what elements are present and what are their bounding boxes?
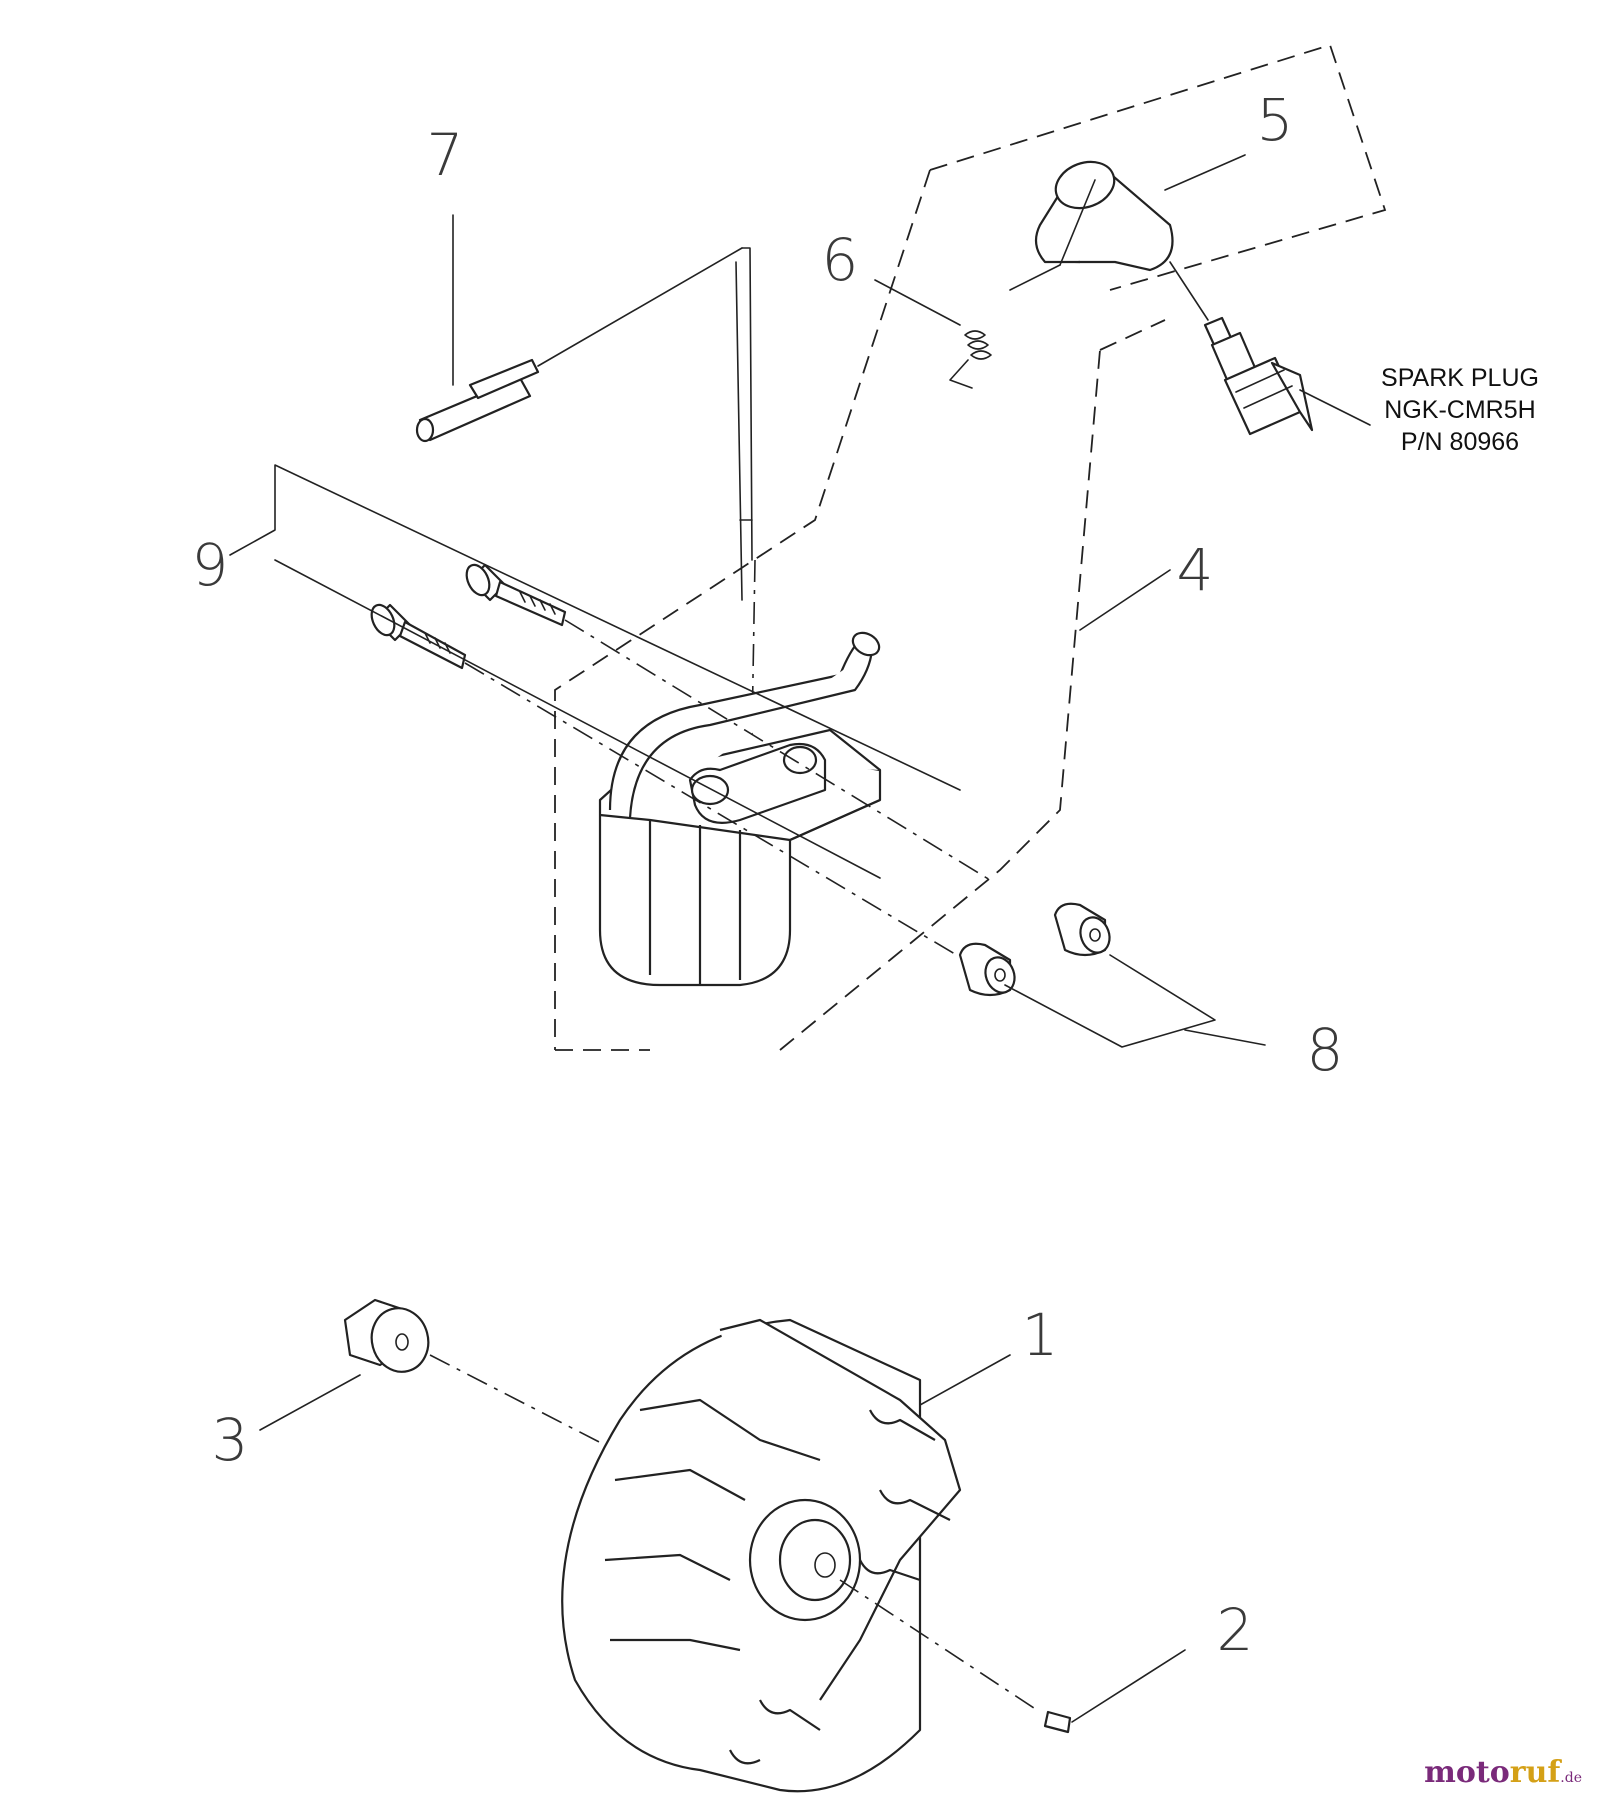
note-line-3: P/N 80966	[1401, 428, 1519, 456]
leader-lines	[229, 154, 1371, 1723]
callout-7: 7	[427, 121, 464, 189]
callout-1: 1	[1022, 1301, 1059, 1369]
callout-8: 8	[1307, 1016, 1344, 1084]
part-2-woodruff-key	[839, 1579, 1072, 1734]
callout-4: 4	[1177, 536, 1214, 604]
part-7-cable	[415, 247, 756, 736]
callout-3: 3	[212, 1406, 249, 1474]
watermark-part-3: .de	[1560, 1770, 1582, 1786]
part-5-plug-cap	[1034, 160, 1174, 272]
note-line-2: NGK-CMR5H	[1384, 396, 1535, 424]
watermark-part-2: ruf	[1509, 1755, 1561, 1790]
part-8-spacers	[958, 902, 1111, 997]
note-line-1: SPARK PLUG	[1381, 364, 1539, 392]
ignition-assembly-boundary	[554, 43, 1387, 1051]
watermark-part-1: moto	[1424, 1755, 1510, 1790]
callout-9: 9	[192, 531, 229, 599]
callout-5: 5	[1257, 86, 1294, 154]
part-6-spring	[949, 330, 992, 389]
callout-6: 6	[822, 226, 859, 294]
spark-plug-note: SPARK PLUG NGK-CMR5H P/N 80966	[1381, 364, 1539, 456]
callout-2: 2	[1217, 1596, 1254, 1664]
part-9-screws	[370, 563, 991, 961]
watermark: motoruf.de	[1424, 1755, 1582, 1790]
spark-plug	[1203, 316, 1314, 436]
part-3-flywheel-nut	[343, 1298, 606, 1446]
part-4-ignition-coil	[598, 631, 882, 987]
part-1-flywheel	[561, 1318, 962, 1793]
